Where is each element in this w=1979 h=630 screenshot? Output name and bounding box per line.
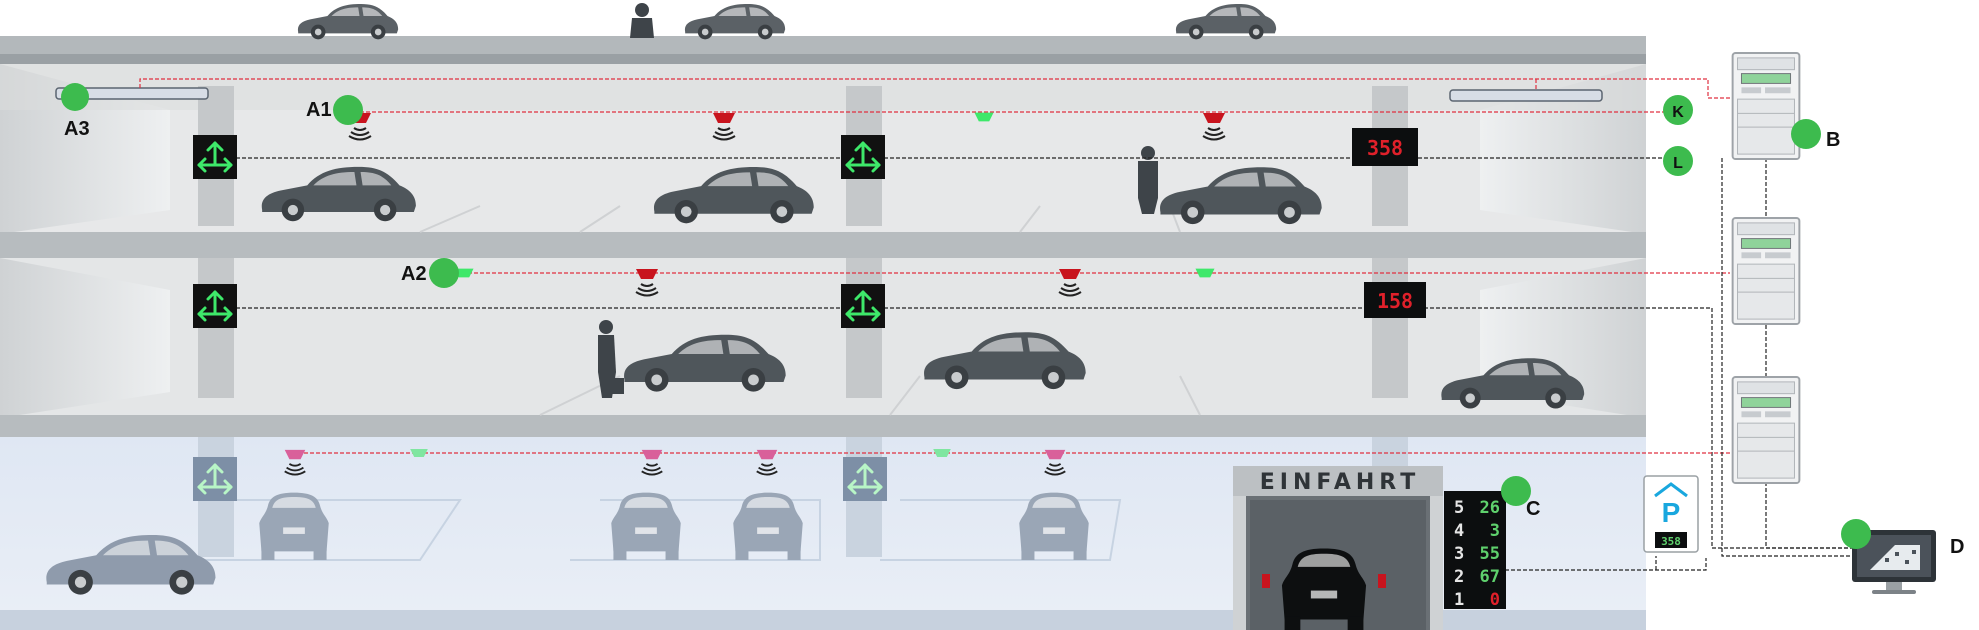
parking-sign: P 358 xyxy=(1643,475,1699,553)
double-arrow-icon xyxy=(841,284,885,328)
svg-text:358: 358 xyxy=(1661,535,1681,548)
marker-b xyxy=(1791,119,1821,149)
label-c: C xyxy=(1526,498,1540,520)
level-display-upper: 358 xyxy=(1352,128,1418,166)
level-number: 2 xyxy=(1454,567,1464,587)
component-labels: A3 A1 A2 B C D K L xyxy=(64,99,1964,558)
svg-text:158: 158 xyxy=(1377,289,1413,313)
svg-text:P: P xyxy=(1662,497,1681,528)
free-count: 3 xyxy=(1490,521,1500,541)
label-a1: A1 xyxy=(306,99,332,121)
control-cabinet-icon xyxy=(1731,52,1801,160)
cabling xyxy=(139,78,1860,571)
roof-car-1 xyxy=(297,4,399,40)
marker-l xyxy=(1663,146,1693,176)
basement-car-4 xyxy=(1019,492,1089,560)
roof-car-2 xyxy=(684,4,786,40)
svg-text:358: 358 xyxy=(1367,136,1403,160)
control-cabinets xyxy=(1731,52,1801,484)
level-number: 1 xyxy=(1454,590,1464,610)
free-count: 0 xyxy=(1490,590,1500,610)
double-arrow-icon xyxy=(193,457,237,501)
control-cabinet-icon xyxy=(1731,376,1801,484)
basement-car-3 xyxy=(733,492,803,560)
label-l: L xyxy=(1673,155,1683,172)
entering-car xyxy=(1281,548,1367,630)
double-arrow-icon xyxy=(841,135,885,179)
control-cabinet-icon xyxy=(1731,217,1801,325)
double-arrow-icon xyxy=(843,457,887,501)
marker-d xyxy=(1841,519,1871,549)
entrance-sign: EINFAHRT xyxy=(1260,470,1421,495)
roof-car-3 xyxy=(1175,4,1277,40)
basement-car-1 xyxy=(259,492,329,560)
basement-car-2 xyxy=(611,492,681,560)
marker-a2 xyxy=(429,258,459,288)
garage-building xyxy=(0,36,1646,630)
free-count: 26 xyxy=(1480,498,1500,518)
component-markers xyxy=(61,83,1871,549)
monitor-icon xyxy=(1852,530,1936,594)
marker-a1 xyxy=(333,95,363,125)
label-d: D xyxy=(1950,536,1964,558)
label-k: K xyxy=(1672,104,1684,121)
level-number: 3 xyxy=(1454,544,1464,564)
people xyxy=(598,3,1158,398)
roof-icon xyxy=(1654,482,1688,498)
person-icon-roof xyxy=(630,3,654,38)
label-a2: A2 xyxy=(401,263,427,285)
entrance-level-display: 5 4 3 2 1 26 3 55 67 0 xyxy=(1444,491,1506,610)
marker-c xyxy=(1501,476,1531,506)
double-arrow-icon xyxy=(193,135,237,179)
free-count: 67 xyxy=(1480,567,1500,587)
marker-a3 xyxy=(61,83,89,111)
level-number: 4 xyxy=(1454,521,1464,541)
double-arrow-icon xyxy=(193,284,237,328)
label-b: B xyxy=(1826,129,1840,151)
free-count: 55 xyxy=(1480,544,1500,564)
level-number: 5 xyxy=(1454,498,1464,518)
person-icon-middle xyxy=(598,320,624,398)
label-a3: A3 xyxy=(64,118,90,140)
marker-k xyxy=(1663,95,1693,125)
level-display-middle: 158 xyxy=(1364,282,1426,318)
person-icon-upper xyxy=(1138,146,1158,214)
cars xyxy=(46,4,1585,630)
